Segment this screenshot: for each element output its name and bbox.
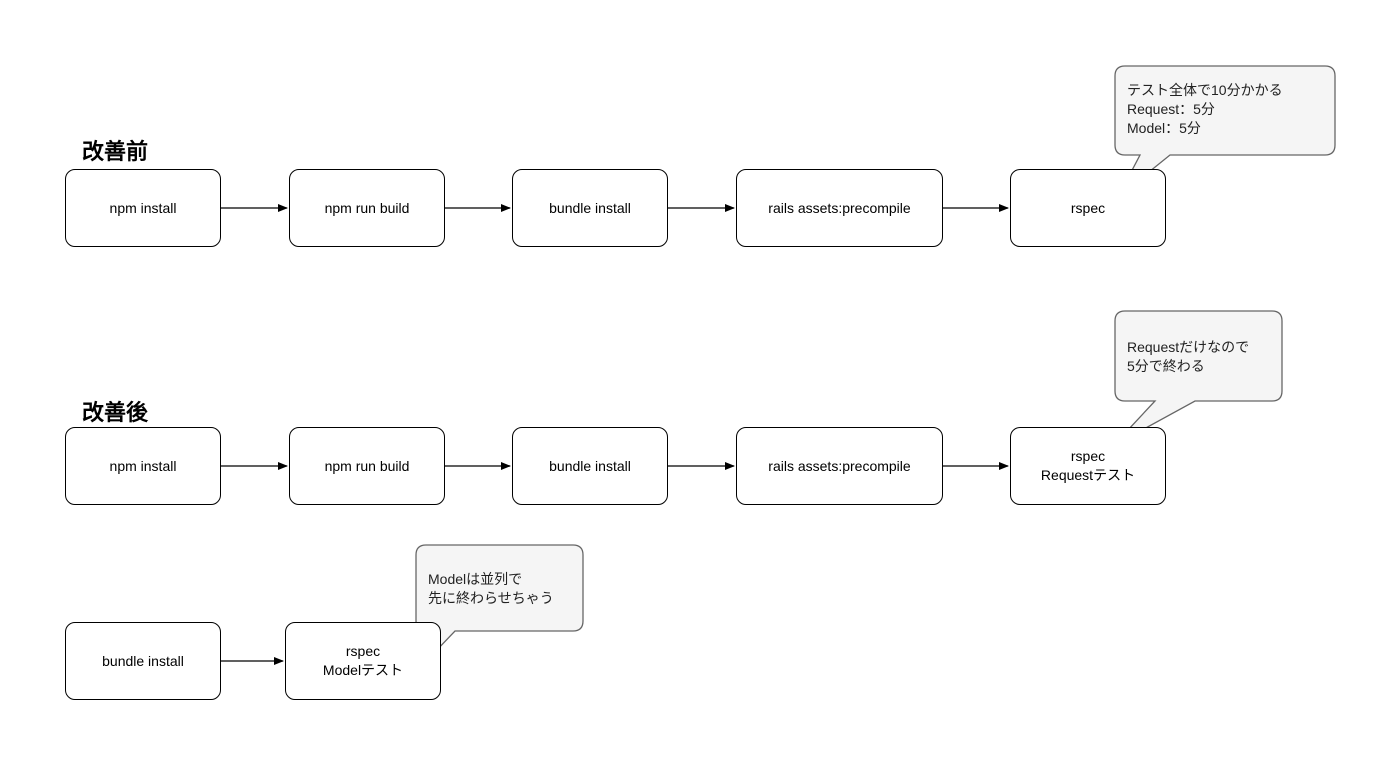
section-title-after: 改善後	[82, 401, 149, 426]
section-title-before: 改善前	[82, 140, 149, 165]
callout-after-balloon	[1112, 310, 1283, 447]
step-box-bundle-install-parallel: bundle install	[65, 622, 221, 700]
step-box-npm-run-build-before: npm run build	[289, 169, 445, 247]
step-box-rspec-before: rspec	[1010, 169, 1166, 247]
step-box-npm-install-before: npm install	[65, 169, 221, 247]
step-box-assets-precompile-after: rails assets:precompile	[736, 427, 943, 505]
step-box-npm-run-build-after: npm run build	[289, 427, 445, 505]
callout-after-text: Requestだけなので 5分で終わる	[1127, 339, 1250, 374]
step-box-npm-install-after: npm install	[65, 427, 221, 505]
callout-before-text: テスト全体で10分かかる Request：5分 Model：5分	[1127, 82, 1283, 136]
callout-parallel-text: Modelは並列で 先に終わらせちゃう	[428, 571, 554, 606]
step-box-assets-precompile-before: rails assets:precompile	[736, 169, 943, 247]
step-box-rspec-request-after: rspec Requestテスト	[1010, 427, 1166, 505]
step-box-bundle-install-after: bundle install	[512, 427, 668, 505]
step-box-bundle-install-before: bundle install	[512, 169, 668, 247]
step-box-rspec-model-parallel: rspec Modelテスト	[285, 622, 441, 700]
